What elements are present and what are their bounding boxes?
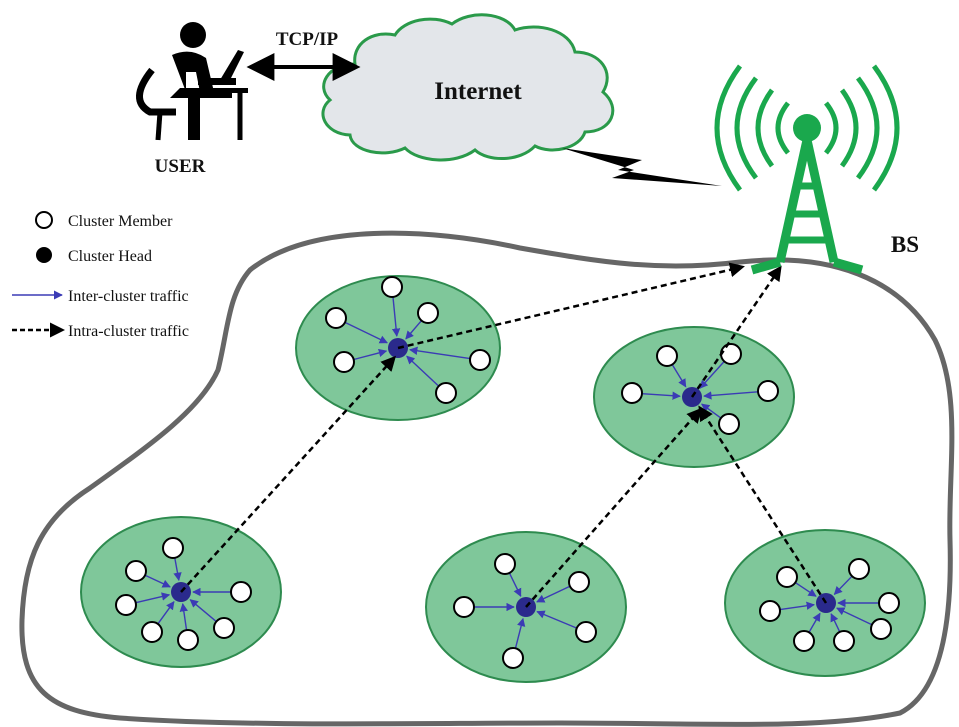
inter-cluster-arrow bbox=[830, 613, 841, 633]
intra-cluster-arrow bbox=[525, 407, 702, 608]
cluster-member-node bbox=[494, 553, 516, 575]
lightning-bolt-icon bbox=[562, 148, 722, 186]
inter-cluster-arrow bbox=[409, 346, 471, 360]
inter-cluster-arrow bbox=[536, 610, 578, 629]
inter-cluster-arrow bbox=[173, 557, 182, 582]
cluster-member-node bbox=[870, 618, 892, 640]
legend-cluster-head-label: Cluster Head bbox=[68, 248, 152, 265]
cluster-member-node bbox=[177, 629, 199, 651]
inter-cluster-arrow bbox=[536, 585, 571, 603]
cluster-member-node bbox=[381, 276, 403, 298]
cluster-member-node bbox=[878, 592, 900, 614]
inter-cluster-arrow bbox=[344, 321, 388, 344]
cluster-member-node bbox=[230, 581, 252, 603]
legend-cluster-member-icon bbox=[35, 211, 53, 229]
cluster-member-node bbox=[759, 600, 781, 622]
network-boundary bbox=[19, 230, 955, 727]
cluster-member-node bbox=[417, 302, 439, 324]
radio-tower-icon bbox=[714, 64, 900, 275]
legend-inter-cluster-label: Inter-cluster traffic bbox=[68, 288, 189, 305]
inter-cluster-arrow bbox=[353, 348, 388, 361]
inter-cluster-arrow bbox=[833, 575, 853, 595]
cluster-member-node bbox=[720, 343, 742, 365]
cluster-member-node bbox=[469, 349, 491, 371]
cluster-member-node bbox=[718, 413, 740, 435]
inter-cluster-arrow bbox=[135, 592, 171, 604]
legend-cluster-member-label: Cluster Member bbox=[68, 213, 173, 230]
inter-cluster-arrow bbox=[671, 364, 687, 388]
inter-cluster-arrow bbox=[189, 599, 217, 623]
cluster-member-node bbox=[141, 621, 163, 643]
cluster-member-node bbox=[848, 558, 870, 580]
inter-cluster-arrow bbox=[836, 607, 873, 626]
cluster-member-node bbox=[125, 560, 147, 582]
clusters bbox=[80, 275, 926, 683]
inter-cluster-arrow bbox=[641, 391, 681, 400]
cluster-member-node bbox=[213, 617, 235, 639]
user-at-laptop-icon bbox=[136, 22, 248, 141]
legend-cluster-head-icon bbox=[36, 247, 52, 263]
inter-cluster-arrow bbox=[514, 617, 526, 649]
intra-cluster-arrow bbox=[698, 405, 828, 604]
internet-label: Internet bbox=[434, 78, 522, 105]
cluster-member-node bbox=[435, 382, 457, 404]
cluster-member-node bbox=[162, 537, 184, 559]
inter-cluster-arrow bbox=[794, 581, 817, 597]
cluster-member-node bbox=[575, 621, 597, 643]
intra-cluster-arrow bbox=[180, 355, 397, 593]
legend: Cluster Member Cluster Head Inter-cluste… bbox=[12, 211, 189, 340]
inter-cluster-arrow bbox=[703, 391, 759, 400]
cluster-member-node bbox=[621, 382, 643, 404]
cluster-member-node bbox=[776, 566, 798, 588]
cluster-member-node bbox=[333, 351, 355, 373]
inter-cluster-arrow bbox=[179, 603, 188, 631]
inter-cluster-arrow bbox=[405, 320, 423, 340]
inter-cluster-arrow bbox=[157, 601, 175, 625]
user-label: USER bbox=[155, 156, 206, 177]
inter-cluster-arrow bbox=[144, 574, 171, 588]
legend-intra-cluster-label: Intra-cluster traffic bbox=[68, 323, 189, 340]
inter-cluster-arrow bbox=[508, 572, 522, 597]
inter-cluster-arrow bbox=[391, 296, 401, 337]
inter-cluster-arrow bbox=[779, 601, 815, 611]
cluster-member-node bbox=[453, 596, 475, 618]
cluster-member-node bbox=[757, 380, 779, 402]
intra-cluster-arrow bbox=[690, 265, 782, 398]
inter-cluster-arrow bbox=[406, 355, 440, 387]
tcpip-label: TCP/IP bbox=[276, 29, 339, 50]
cluster-member-node bbox=[656, 345, 678, 367]
cluster-member-node bbox=[502, 647, 524, 669]
cluster-member-node bbox=[115, 594, 137, 616]
cluster-member-node bbox=[833, 630, 855, 652]
inter-cluster-arrow bbox=[808, 612, 821, 633]
cluster-member-node bbox=[568, 571, 590, 593]
inter-cluster-arrow bbox=[699, 360, 725, 389]
cloud-icon bbox=[321, 13, 615, 162]
intra-cluster-traffic-paths bbox=[180, 262, 828, 608]
intra-cluster-arrow bbox=[397, 262, 745, 350]
cluster-member-node bbox=[325, 307, 347, 329]
cluster-2 bbox=[593, 326, 795, 468]
base-station-label: BS bbox=[891, 232, 919, 257]
cluster-member-node bbox=[793, 630, 815, 652]
